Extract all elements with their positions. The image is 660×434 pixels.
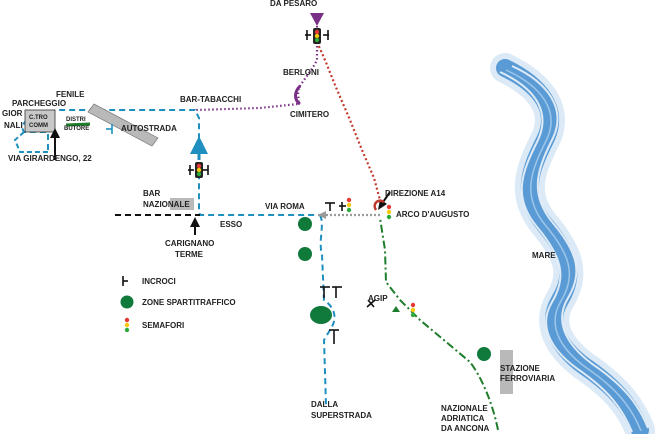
stazione-box bbox=[500, 350, 513, 394]
girardengo-arrowhead bbox=[50, 128, 60, 138]
legend-traffic-light-icon bbox=[124, 317, 130, 333]
autostrada-band bbox=[87, 103, 159, 147]
parking-loop bbox=[13, 131, 48, 153]
legend-crossing-icon bbox=[122, 276, 128, 286]
label-ferroviaria: FERROVIARIA bbox=[500, 374, 555, 383]
label-da-pesaro: DA PESARO bbox=[270, 0, 317, 8]
label-distri: DISTRI bbox=[66, 117, 86, 123]
label-esso: ESSO bbox=[220, 220, 242, 229]
traffic-light-icon bbox=[313, 28, 321, 44]
sea bbox=[490, 53, 655, 434]
bar-nazionale-box bbox=[170, 198, 194, 210]
label-carignano: CARIGNANO bbox=[165, 239, 214, 248]
label-dalla: DALLA bbox=[311, 400, 338, 409]
legend: INCROCI ZONE SPARTITRAFFICO SEMAFORI bbox=[120, 276, 236, 333]
label-via-girardengo: VIA GIRARDENGO, 22 bbox=[8, 154, 92, 163]
ctro-comm-box bbox=[24, 109, 56, 133]
legend-semafori: SEMAFORI bbox=[142, 321, 184, 330]
label-bar: BAR bbox=[143, 189, 161, 198]
label-cimitero: CIMITERO bbox=[290, 110, 329, 119]
crossing-icon bbox=[325, 202, 346, 211]
label-superstrada: SUPERSTRADA bbox=[311, 411, 372, 420]
berloni-bracket bbox=[294, 84, 302, 106]
pesaro-arrow-icon bbox=[310, 13, 324, 26]
crossing-icon bbox=[366, 299, 376, 308]
label-autostrada: AUTOSTRADA bbox=[121, 124, 177, 133]
label-nali: NALI bbox=[4, 121, 23, 130]
label-gior: GIOR bbox=[2, 109, 23, 118]
route-green-ancona bbox=[379, 217, 499, 431]
label-agip: AGIP bbox=[368, 294, 388, 303]
label-via-roma: VIA ROMA bbox=[265, 202, 305, 211]
label-nazionale-road: NAZIONALE bbox=[441, 404, 488, 413]
label-ctro: C.TRO bbox=[29, 115, 48, 121]
roundabout-icon bbox=[298, 217, 312, 231]
arrow-gray bbox=[318, 211, 326, 219]
crossing-icon bbox=[106, 124, 113, 134]
label-arco-augusto: ARCO D'AUGUSTO bbox=[396, 210, 469, 219]
green-arrow-icon bbox=[392, 306, 400, 312]
label-comm: COMM bbox=[29, 123, 48, 129]
label-direzione-a14: DIREZIONE A14 bbox=[385, 189, 446, 198]
label-bar-tabacchi: BAR-TABACCHI bbox=[180, 95, 241, 104]
label-stazione: STAZIONE bbox=[500, 364, 541, 373]
arco-bracket bbox=[373, 199, 385, 211]
label-berloni: BERLONI bbox=[283, 68, 319, 77]
traffic-light-icon bbox=[346, 197, 352, 213]
crossing-icon bbox=[188, 165, 209, 175]
roundabout-icon bbox=[477, 347, 491, 361]
traffic-light-icon bbox=[386, 204, 392, 220]
route-red bbox=[315, 41, 382, 201]
legend-incroci: INCROCI bbox=[142, 277, 176, 286]
legend-roundabout-icon bbox=[120, 295, 134, 309]
legend-zone: ZONE SPARTITRAFFICO bbox=[142, 298, 236, 307]
traffic-light-icon bbox=[410, 302, 416, 318]
roundabout-icon bbox=[298, 247, 312, 261]
label-adriatica: ADRIATICA bbox=[441, 414, 485, 423]
roundabout-icon bbox=[310, 306, 332, 324]
label-mare: MARE bbox=[532, 251, 556, 260]
traffic-light-icon bbox=[195, 162, 203, 178]
label-parcheggio: PARCHEGGIO bbox=[12, 99, 66, 108]
label-fenile: FENILE bbox=[56, 90, 85, 99]
label-terme: TERME bbox=[175, 250, 204, 259]
crossing-icon bbox=[320, 286, 342, 344]
label-da-ancona: DA ANCONA bbox=[441, 424, 490, 433]
label-nazionale: NAZIONALE bbox=[143, 200, 190, 209]
label-butore: BUTORE bbox=[64, 126, 89, 132]
crossing-icon bbox=[305, 30, 329, 40]
distributor-mark bbox=[65, 122, 91, 127]
route-cyan-south bbox=[319, 214, 336, 406]
carignano-arrowhead bbox=[190, 217, 200, 227]
